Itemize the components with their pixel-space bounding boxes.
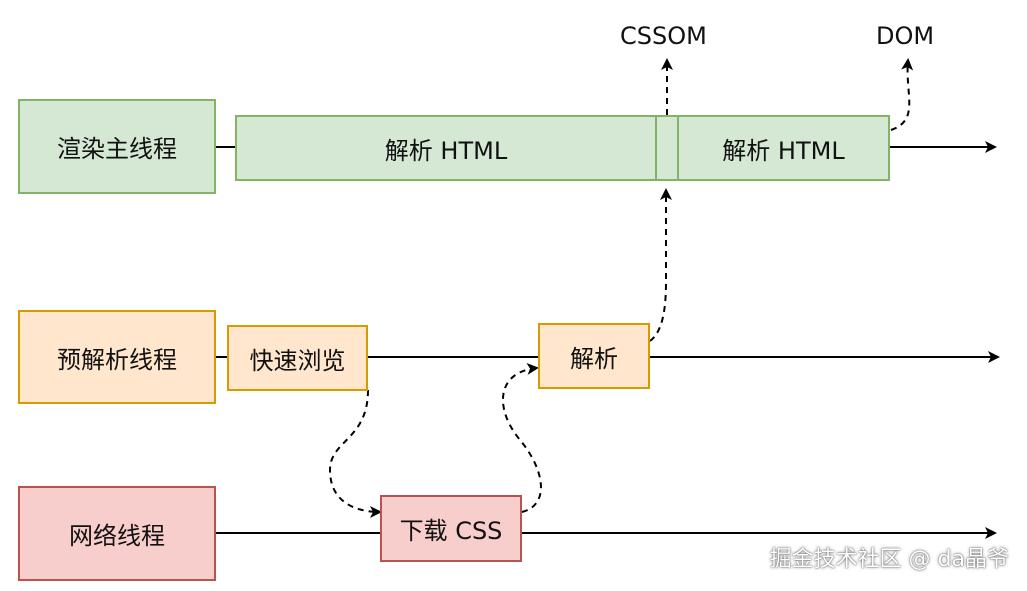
main-thread-label: 渲染主线程 — [18, 99, 216, 194]
quick-scan-task: 快速浏览 — [227, 325, 368, 391]
dom-output-label: DOM — [876, 22, 935, 50]
download-to-parse-arrow — [502, 362, 542, 513]
cssom-output-label: CSSOM — [620, 22, 707, 50]
download-css-task: 下载 CSS — [380, 495, 522, 562]
html-to-dom-arrow — [890, 58, 914, 131]
network-thread-label: 网络线程 — [18, 486, 216, 581]
parse-html-task-1: 解析 HTML — [235, 115, 657, 181]
parse-html-task-2: 解析 HTML — [677, 115, 890, 181]
watermark: 掘金技术社区 @ da晶爷 — [769, 547, 1009, 572]
cssom-build-slice — [655, 115, 679, 181]
quick-scan-to-download-arrow — [328, 389, 382, 518]
parse-to-main-thread-arrow — [649, 188, 672, 342]
parse-css-task: 解析 — [538, 323, 650, 389]
preparse-thread-label: 预解析线程 — [18, 310, 216, 404]
